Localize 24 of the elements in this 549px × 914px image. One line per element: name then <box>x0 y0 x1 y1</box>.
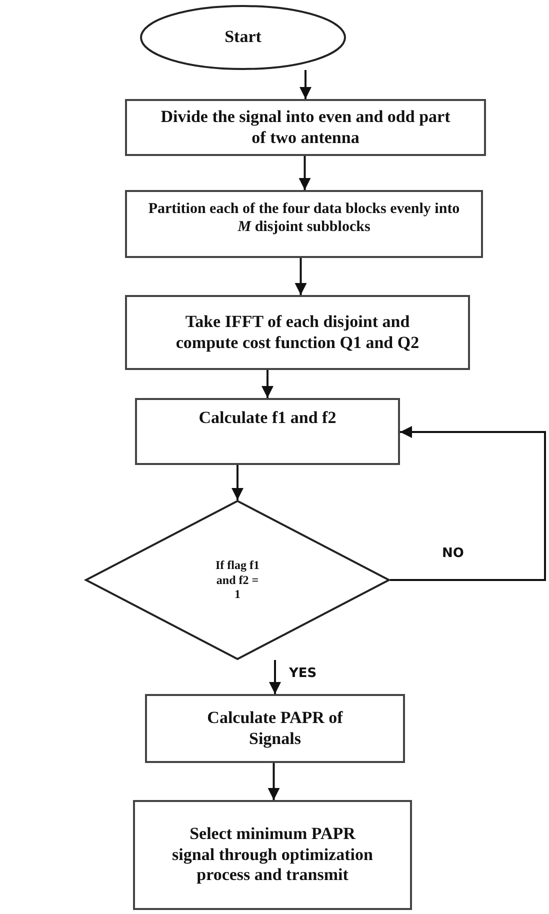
process-box <box>125 295 470 370</box>
arrow <box>294 258 307 295</box>
arrow <box>298 156 311 190</box>
terminal-ellipse <box>140 5 346 70</box>
node-text: Select minimum PAPR signal through optimization process and transmit <box>171 824 374 886</box>
process-box <box>125 99 486 156</box>
arrow <box>269 660 281 694</box>
decision-diamond <box>85 500 390 660</box>
node-text: Partition each of the four data blocks evenly into M disjoint subblocks <box>147 200 461 236</box>
arrow <box>232 465 244 500</box>
arrow <box>262 370 274 398</box>
process-box <box>125 190 483 258</box>
process-box <box>133 800 412 910</box>
arrow <box>300 70 312 99</box>
node-text: Start <box>224 27 262 48</box>
node-text: If flag f1 and f2 = 1 <box>216 558 260 602</box>
node-text: Calculate f1 and f2 <box>198 408 338 428</box>
node-text: Calculate PAPR of Signals <box>206 708 344 749</box>
node-text: Take IFFT of each disjoint and compute cost function Q1 and Q2 <box>174 312 420 353</box>
arrow <box>268 763 280 800</box>
arrow <box>390 426 546 581</box>
process-box <box>145 694 405 763</box>
process-box <box>135 398 400 465</box>
node-text: Divide the signal into even and odd part of two antenna <box>160 107 452 148</box>
